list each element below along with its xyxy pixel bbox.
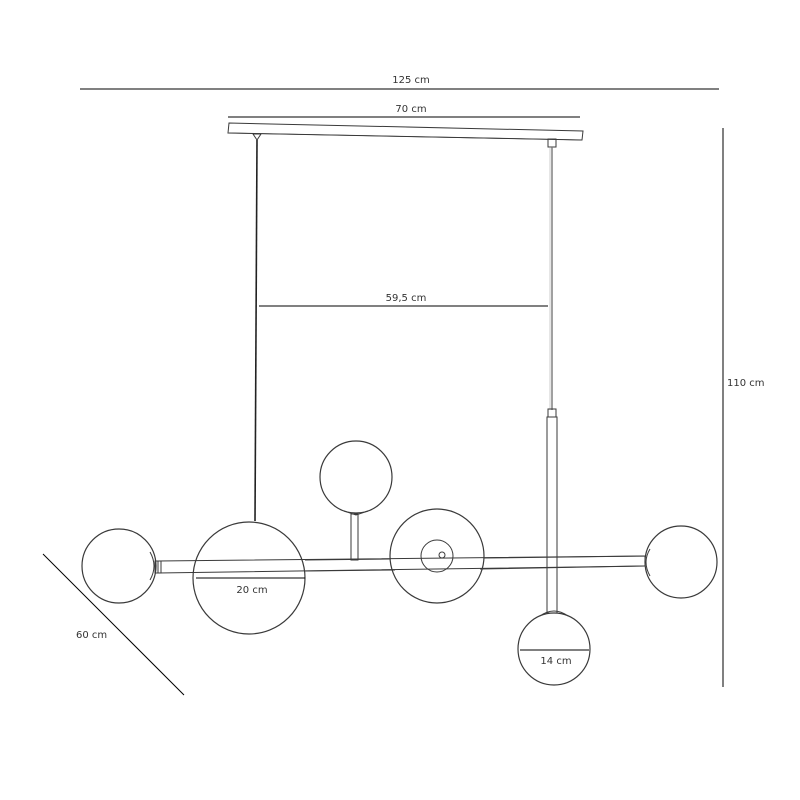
depth-label: 60 cm xyxy=(76,630,107,641)
ceiling-canopy xyxy=(227,122,584,141)
globe-upper-center xyxy=(319,440,393,514)
globe-bottom-right-socket xyxy=(539,610,569,617)
arm-right-top-edge xyxy=(483,555,646,559)
globe-front-center-socket-cap xyxy=(438,551,446,559)
right-rod-cap xyxy=(547,408,557,418)
height-label: 110 cm xyxy=(727,378,765,389)
depth-dimension-line xyxy=(42,553,185,696)
arm-front-top-edge xyxy=(304,558,391,561)
arm-right-bottom-edge xyxy=(479,565,646,570)
small-globe-label: 14 cm xyxy=(540,656,571,667)
cable-spacing-label: 59,5 cm xyxy=(386,293,427,304)
canopy-edge xyxy=(228,132,583,141)
globe-far-left xyxy=(81,528,157,604)
arm-front-bottom-edge xyxy=(304,569,396,572)
globe-upper-center-socket xyxy=(343,510,369,516)
arm-end-cap-left xyxy=(154,560,162,574)
globe-far-right-socket xyxy=(645,548,651,577)
upper-globe-stem xyxy=(350,513,359,561)
globe-far-right xyxy=(644,525,718,599)
overall-width-label: 125 cm xyxy=(392,75,430,86)
globe-front-center-socket xyxy=(420,539,454,573)
large-globe-label: 20 cm xyxy=(236,585,267,596)
horizontal-arm xyxy=(157,555,646,574)
canopy-width-label: 70 cm xyxy=(395,104,426,115)
canopy-cable-clamp-right xyxy=(547,138,557,148)
globe-far-left-socket xyxy=(149,551,155,581)
suspension-cable-left xyxy=(254,139,258,522)
canopy-cable-clamp-left xyxy=(252,133,262,141)
right-vertical-rod xyxy=(546,416,558,614)
globe-front-center xyxy=(389,508,485,604)
globe-bottom-right xyxy=(517,612,591,686)
